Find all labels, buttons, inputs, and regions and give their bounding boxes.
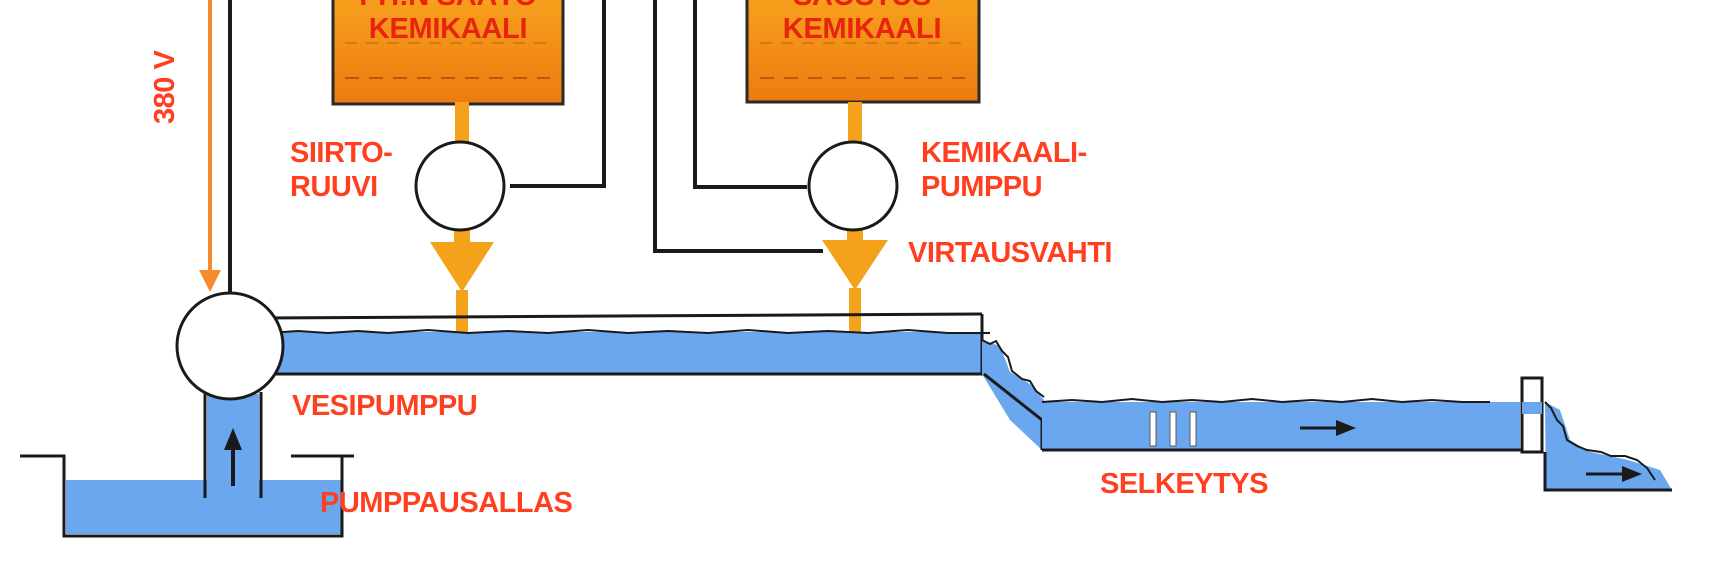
clarification-label: SELKEYTYS — [1100, 468, 1268, 500]
voltage-label: 380 V — [149, 50, 181, 124]
pumping-basin-label: PUMPPAUSALLAS — [320, 487, 573, 519]
chemical-pump-line1: KEMIKAALI- — [921, 137, 1087, 169]
precipitation-chemical-tank — [745, 0, 981, 104]
water-pump — [175, 291, 285, 401]
outlet-weir — [1520, 376, 1672, 492]
clarification-basin — [1041, 397, 1522, 452]
main-channel — [261, 312, 990, 376]
water-pump-label: VESIPUMPPU — [292, 390, 478, 422]
ph-tank-line1: PH:N SÄÄTÖ — [348, 0, 548, 13]
ph-chemical-tank — [331, 0, 565, 106]
transfer-screw-line2: RUUVI — [290, 171, 378, 203]
flow-switch-label: VIRTAUSVAHTI — [908, 237, 1112, 269]
ph-tank-label: PH:N SÄÄTÖ KEMIKAALI — [348, 0, 548, 46]
power-supply-arrow — [199, 0, 221, 292]
overflow-step — [981, 339, 1045, 452]
precipitation-tank-line2: KEMIKAALI — [782, 13, 942, 45]
ph-tank-line2: KEMIKAALI — [368, 13, 528, 45]
transfer-screw-label: SIIRTO- RUUVI — [290, 136, 393, 204]
transfer-screw — [414, 140, 506, 232]
chemical-feed-pipes — [430, 102, 888, 360]
transfer-screw-line1: SIIRTO- — [290, 137, 393, 169]
pumping-basin — [20, 392, 354, 538]
chemical-pump-line2: PUMPPU — [921, 171, 1043, 203]
chemical-pump-label: KEMIKAALI- PUMPPU — [921, 136, 1087, 204]
chemical-pump — [807, 140, 899, 232]
precipitation-tank-label: SAOSTUS KEMIKAALI — [762, 0, 962, 46]
precipitation-tank-line1: SAOSTUS — [762, 0, 962, 13]
control-wires — [228, 0, 823, 292]
